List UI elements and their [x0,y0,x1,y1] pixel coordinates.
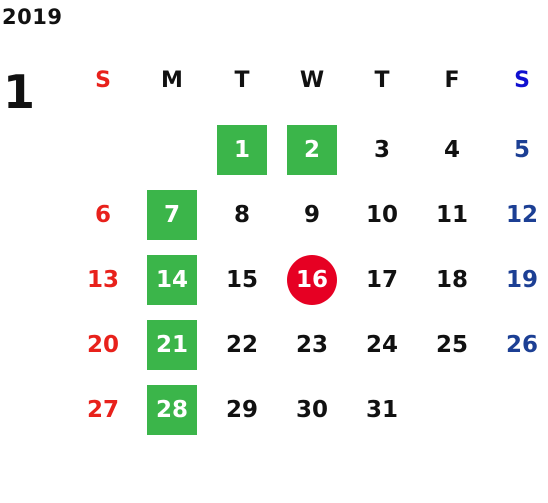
day-cell-25[interactable]: 25 [435,332,468,358]
weekday-sun: S [95,68,111,93]
day-cell-16[interactable]: 16 [287,255,337,305]
weekday-fri: F [444,68,460,93]
weekday-sat: S [514,68,530,93]
day-cell-13[interactable]: 13 [86,267,119,293]
day-cell-20[interactable]: 20 [86,332,119,358]
day-cell-9[interactable]: 9 [303,202,320,228]
weekday-thu: T [374,68,390,93]
day-cell-23[interactable]: 23 [295,332,328,358]
weekday-tue: T [234,68,250,93]
day-cell-7[interactable]: 7 [147,190,197,240]
day-cell-14[interactable]: 14 [147,255,197,305]
day-cell-5[interactable]: 5 [513,137,530,163]
weekday-mon: M [161,68,183,93]
day-cell-4[interactable]: 4 [443,137,460,163]
day-cell-22[interactable]: 22 [225,332,258,358]
day-cell-28[interactable]: 28 [147,385,197,435]
day-cell-15[interactable]: 15 [225,267,258,293]
day-cell-30[interactable]: 30 [295,397,328,423]
day-cell-18[interactable]: 18 [435,267,468,293]
day-cell-26[interactable]: 26 [505,332,538,358]
day-cell-10[interactable]: 10 [365,202,398,228]
month-number: 1 [3,65,36,119]
day-cell-12[interactable]: 12 [505,202,538,228]
day-cell-2[interactable]: 2 [287,125,337,175]
year-label: 2019 [2,5,63,29]
day-cell-19[interactable]: 19 [505,267,538,293]
day-cell-24[interactable]: 24 [365,332,398,358]
day-cell-3[interactable]: 3 [373,137,390,163]
day-cell-31[interactable]: 31 [365,397,398,423]
day-cell-8[interactable]: 8 [233,202,250,228]
day-cell-11[interactable]: 11 [435,202,468,228]
day-cell-17[interactable]: 17 [365,267,398,293]
day-cell-1[interactable]: 1 [217,125,267,175]
day-cell-6[interactable]: 6 [94,202,111,228]
day-cell-27[interactable]: 27 [86,397,119,423]
weekday-wed: W [299,68,325,93]
day-cell-21[interactable]: 21 [147,320,197,370]
day-cell-29[interactable]: 29 [225,397,258,423]
